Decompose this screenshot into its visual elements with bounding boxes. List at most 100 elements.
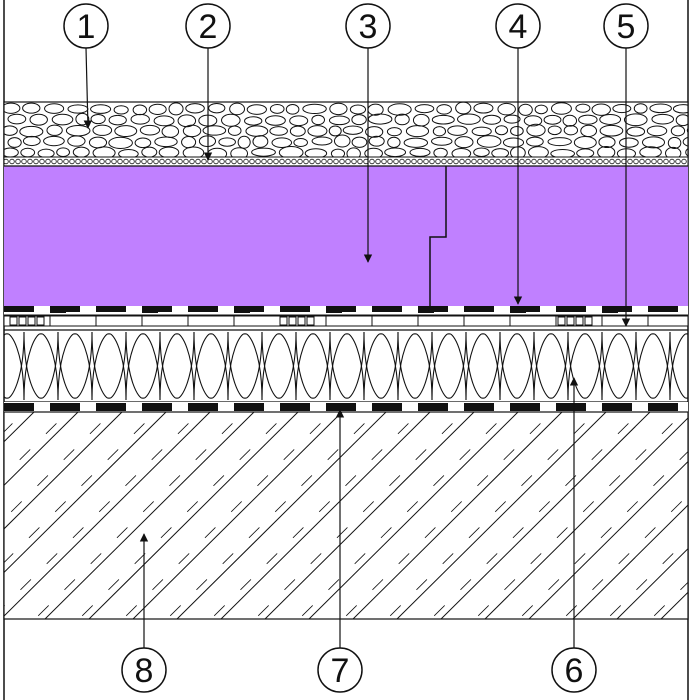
fleece-dot xyxy=(237,158,243,165)
fleece-dot xyxy=(375,158,381,165)
slab-hatch-dash xyxy=(485,423,497,435)
slab-hatch-line xyxy=(88,412,299,619)
gravel-stone xyxy=(414,104,435,114)
gravel-stone xyxy=(330,148,346,158)
wool-loop xyxy=(295,331,331,399)
slab-hatch-dash xyxy=(635,449,647,461)
wool-loop xyxy=(499,333,535,401)
fleece-dot xyxy=(327,158,333,165)
gravel-stone xyxy=(4,125,18,136)
fleece-dot xyxy=(255,158,261,165)
slab-hatch-dash xyxy=(266,553,278,565)
slab-hatch-dash xyxy=(160,527,172,539)
slab-hatch-dash xyxy=(327,449,339,461)
support-strip xyxy=(3,315,689,327)
gravel-stone xyxy=(349,104,367,115)
gravel-stone xyxy=(118,149,139,158)
gravel-stone xyxy=(612,103,632,114)
slab-hatch-dash xyxy=(37,605,49,617)
slab-hatch-line xyxy=(572,504,688,619)
callout-8: 8 xyxy=(121,647,167,693)
gravel-stone xyxy=(431,114,455,125)
gravel-stone xyxy=(534,104,548,115)
gravel-stone xyxy=(251,147,276,157)
slab-hatch-dash xyxy=(257,475,269,487)
vapour-dash xyxy=(50,403,80,411)
slab-hatch-line xyxy=(4,412,167,574)
slab-hatch-dash xyxy=(301,605,313,617)
wool-loop xyxy=(193,331,229,399)
fleece-dot xyxy=(357,158,363,165)
slab-hatch-dash xyxy=(169,475,181,487)
slab-hatch-dash xyxy=(574,553,586,565)
gravel-stone xyxy=(431,136,453,146)
fleece-dot xyxy=(675,158,681,165)
slab-hatch-dash xyxy=(125,475,137,487)
gravel-stone xyxy=(365,126,384,138)
fleece-dot xyxy=(63,158,69,165)
wool-loop xyxy=(261,331,297,399)
gravel-stone xyxy=(351,136,368,148)
slab-hatch-line xyxy=(4,412,211,617)
slab-hatch-dash xyxy=(274,501,286,513)
slab-hatch-dash xyxy=(177,423,189,435)
gravel-stone xyxy=(473,102,494,114)
wool-loop xyxy=(159,331,195,399)
gravel-stone xyxy=(328,125,342,137)
gravel-stone xyxy=(185,103,205,114)
gravel-stone xyxy=(108,114,127,126)
slab-hatch-dash xyxy=(309,423,321,435)
slab-hatch-dash xyxy=(433,475,445,487)
wool-loop xyxy=(261,333,297,401)
gravel-stone xyxy=(182,124,202,138)
slab-hatch-line xyxy=(616,547,688,619)
fleece-dot xyxy=(165,158,171,165)
support-block xyxy=(36,316,45,326)
wool-loop xyxy=(363,333,399,401)
membrane-dash xyxy=(50,309,66,313)
fleece-dot xyxy=(69,158,75,165)
membrane-dash xyxy=(326,309,342,313)
slab-hatch-dash xyxy=(257,605,269,617)
gravel-stone xyxy=(651,113,675,125)
slab-hatch-dash xyxy=(424,527,436,539)
slab-hatch-dash xyxy=(213,605,225,617)
gravel-stone xyxy=(665,146,682,158)
gravel-stone xyxy=(457,113,481,125)
slab-hatch-dash xyxy=(125,605,137,617)
slab-hatch-dash xyxy=(573,423,585,435)
gravel-stone xyxy=(473,147,490,157)
slab-hatch-dash xyxy=(644,527,656,539)
slab-hatch-dash xyxy=(133,423,145,435)
gravel-stone xyxy=(246,104,267,115)
wool-loop xyxy=(4,331,25,399)
slab-hatch-dash xyxy=(538,501,550,513)
fleece-dot xyxy=(51,158,57,165)
membrane-dash xyxy=(510,309,526,313)
fleece-dot xyxy=(549,158,555,165)
slab-hatch-dash xyxy=(636,579,648,591)
slab-hatch-dash xyxy=(556,527,568,539)
wool-loop xyxy=(91,333,127,401)
gravel-stone xyxy=(386,127,402,137)
slab-hatch-dash xyxy=(460,579,472,591)
gravel-stone xyxy=(269,103,285,114)
fleece-dot xyxy=(309,158,315,165)
callout-3: 3 xyxy=(345,3,391,49)
fleece-dot xyxy=(321,158,327,165)
fleece-dot xyxy=(159,158,165,165)
gravel-stone xyxy=(67,135,86,147)
slab-hatch-dash xyxy=(591,449,603,461)
fleece-dot xyxy=(465,158,471,165)
slab-hatch-line xyxy=(352,412,563,619)
vapour-dash xyxy=(96,403,126,411)
gravel-stone xyxy=(497,102,516,116)
membrane-dash xyxy=(142,309,158,313)
slab-hatch-dash xyxy=(46,553,58,565)
vapour-dash xyxy=(142,403,172,411)
slab-hatch-line xyxy=(220,412,431,619)
gravel-stone xyxy=(409,147,431,157)
fleece-dot xyxy=(195,158,201,165)
callout-6: 6 xyxy=(551,647,597,693)
slab-hatch-dash xyxy=(618,553,630,565)
